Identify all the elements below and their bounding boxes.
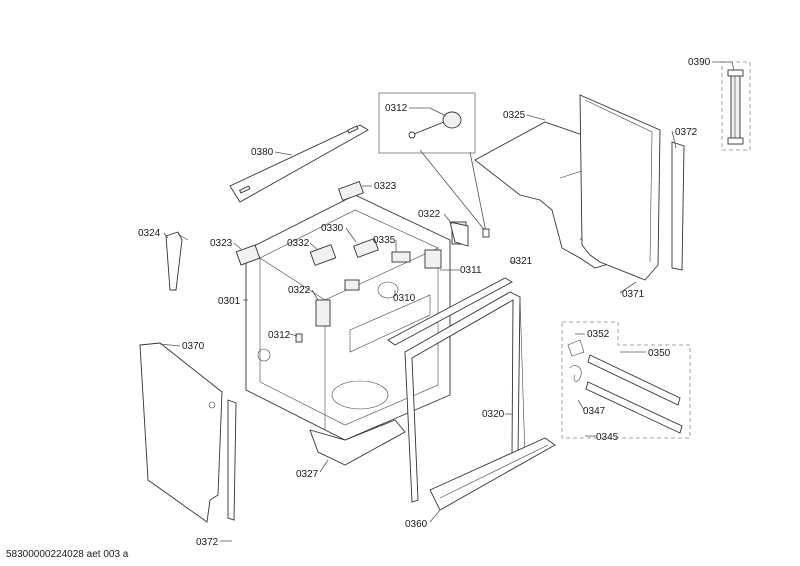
leader-lines xyxy=(159,61,735,542)
part-0324-drawing xyxy=(165,231,189,291)
label-0330: 0330 xyxy=(321,223,344,234)
label-0372-top: 0372 xyxy=(675,127,698,138)
part-0370-drawing xyxy=(139,342,223,523)
label-0352: 0352 xyxy=(587,329,610,340)
part-0321-drawing xyxy=(387,277,513,346)
label-0371: 0371 xyxy=(622,289,645,300)
label-0372-bottom: 0372 xyxy=(196,537,219,548)
label-0321: 0321 xyxy=(510,256,533,267)
part-0312-inset xyxy=(378,92,490,238)
label-0301: 0301 xyxy=(218,296,241,307)
label-0322-top: 0322 xyxy=(418,209,441,220)
part-0327-drawing xyxy=(309,419,406,466)
label-0332: 0332 xyxy=(287,238,310,249)
part-0390-drawing xyxy=(721,61,751,151)
part-0371-drawing xyxy=(579,94,661,281)
label-0360: 0360 xyxy=(405,519,428,530)
label-0323-left: 0323 xyxy=(210,238,233,249)
document-id-footer: 58300000224028 aet 003 a xyxy=(6,549,129,560)
label-0380: 0380 xyxy=(251,147,274,158)
part-0301-tub xyxy=(245,194,451,441)
label-0325: 0325 xyxy=(503,110,526,121)
label-0335: 0335 xyxy=(373,235,396,246)
label-0312-mid: 0312 xyxy=(268,330,291,341)
label-0311: 0311 xyxy=(460,265,482,276)
part-rails-drawing xyxy=(561,321,691,439)
label-0324: 0324 xyxy=(138,228,161,239)
label-0322-mid: 0322 xyxy=(288,285,311,296)
part-0360-drawing xyxy=(429,437,556,511)
label-0347: 0347 xyxy=(583,406,606,417)
label-0320: 0320 xyxy=(482,409,505,420)
part-0372-drawings xyxy=(227,141,685,521)
label-0345: 0345 xyxy=(596,432,619,443)
part-0322-top-drawing xyxy=(449,221,469,247)
part-0380-drawing xyxy=(229,124,369,203)
label-0327: 0327 xyxy=(296,469,319,480)
label-0390: 0390 xyxy=(688,57,711,68)
label-0370: 0370 xyxy=(182,341,205,352)
label-0312-top: 0312 xyxy=(385,103,408,114)
label-0323-top: 0323 xyxy=(374,181,397,192)
label-0350: 0350 xyxy=(648,348,671,359)
label-0310: 0310 xyxy=(393,293,416,304)
